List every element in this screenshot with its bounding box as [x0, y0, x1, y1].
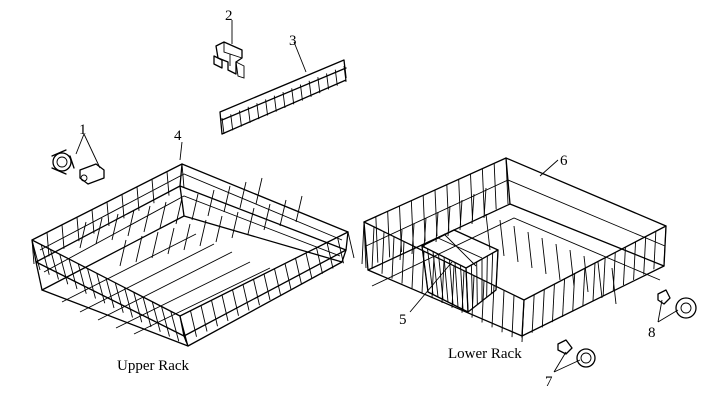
silverware-basket-part: [409, 229, 499, 313]
lower-rack-part: [361, 157, 667, 343]
roller-assembly-part: [51, 133, 105, 185]
shelf-flap-part: [219, 41, 347, 135]
callout-4: 4: [174, 128, 182, 144]
callout-1: 1: [79, 122, 87, 138]
callout-5: 5: [399, 312, 407, 328]
caption-upper-rack: Upper Rack: [117, 358, 190, 374]
wheel-assembly-8: [657, 289, 697, 323]
callout-6: 6: [560, 153, 568, 169]
wheel-assembly-7: [553, 339, 596, 373]
callout-8: 8: [648, 325, 656, 341]
callout-2: 2: [225, 8, 233, 24]
rack-clip-part: [213, 20, 245, 79]
upper-rack-part: [31, 141, 355, 347]
callout-3: 3: [289, 33, 297, 49]
caption-lower-rack: Lower Rack: [448, 346, 522, 362]
callout-7: 7: [545, 374, 553, 390]
